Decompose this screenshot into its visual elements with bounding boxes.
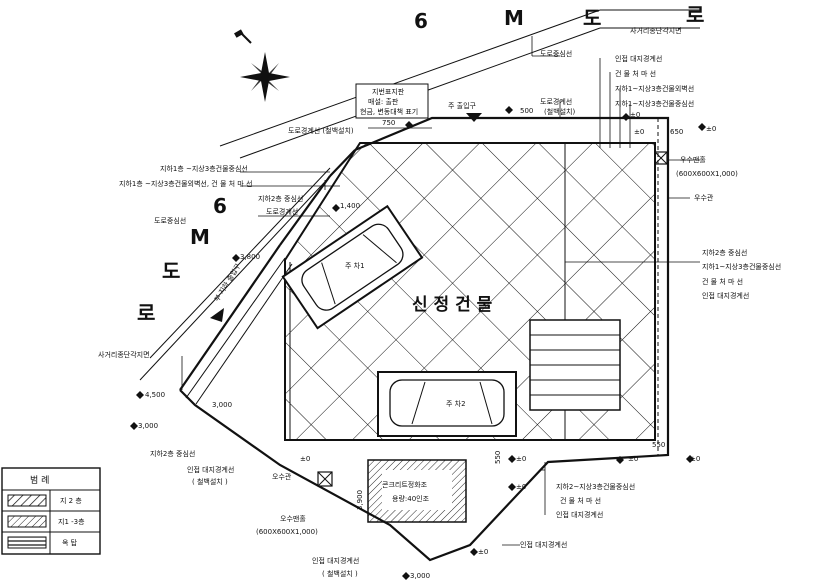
left-dim-3800: 3,800 xyxy=(240,253,260,261)
left-b2-center-label-2: 지하2층 중심선 xyxy=(150,449,195,458)
spot-markers xyxy=(130,106,706,580)
right-bottom-adj-label: 인접 대지경계선 xyxy=(556,510,603,519)
left-road-edge-label: 도로경계선 xyxy=(266,207,298,216)
left-pm0: ±0 xyxy=(300,455,310,463)
septic-tank xyxy=(367,459,467,523)
legend-swatch-b1-3 xyxy=(7,515,47,528)
left-b1b3-wall-label: 지하1층 ~지상3층건물외벽선, 건 물 처 마 선 xyxy=(119,179,252,188)
left-b2-center-label: 지하2층 중심선 xyxy=(258,194,303,203)
main-entrance-label: 주 출입구 xyxy=(448,101,477,110)
right-pm0-c: ±0 xyxy=(634,128,644,136)
left-adj-boundary-label: 인접 대지경계선 xyxy=(187,465,234,474)
left-dim-3000: 3,000 xyxy=(138,422,158,430)
rain-manhole-symbol xyxy=(654,151,668,165)
leader-lines xyxy=(181,36,700,546)
right-dim-650: 650 xyxy=(670,128,683,136)
legend-swatch-b2 xyxy=(7,494,47,507)
right-bottom-eave-label: 건 물 처 마 선 xyxy=(560,496,601,505)
lot-boundary xyxy=(179,116,670,562)
road-top-number: 6 xyxy=(414,9,428,33)
road-top-do: 도 xyxy=(583,6,601,30)
bottom-pm0-c: ±0 xyxy=(478,548,488,556)
side-entrance-label: 부 지하 출입구 xyxy=(212,261,243,303)
road-left-m: M xyxy=(190,225,210,249)
left-dim-1400: 1,400 xyxy=(340,202,360,210)
right-bottom-dim-550: 550 xyxy=(652,441,665,449)
legend: 범 례 지 2 층 지1 -3층 옥 탑 xyxy=(1,467,101,555)
septic-tank-label: 콘크리트정화조 xyxy=(382,480,428,489)
left-dim-3000-b: 3,000 xyxy=(212,401,232,409)
legend-label-b2: 지 2 층 xyxy=(60,496,82,505)
right-b1-center-label: 지하1~지상3층건물중심선 xyxy=(615,99,694,108)
survey-note-box: 지번표지판 매설: 출판 현금, 변동대책 표기 xyxy=(355,83,429,119)
dim-3900: 3,900 xyxy=(356,490,364,510)
legend-swatch-rooftop xyxy=(7,536,47,549)
right-rain-pipe-label: 우수관 xyxy=(694,193,714,202)
right-b1-wall-label: 지하1~지상3층건물외벽선 xyxy=(615,84,694,93)
right-bottom-pm0-b: ±0 xyxy=(690,455,700,463)
road-top-m: M xyxy=(504,6,524,30)
top-right-corner-label: 사거리종단각지면 xyxy=(630,26,682,35)
road-edge-label-left: 도로경계선 (철백설치) xyxy=(288,126,354,135)
sewage-manhole-symbol xyxy=(317,471,333,487)
road-center-label-top: 도로중심선 xyxy=(540,49,572,58)
sewage-manhole-label: 오수맨홀 xyxy=(280,514,306,523)
main-entrance-arrow-icon xyxy=(466,113,482,122)
sewage-manhole-size: (600X600X1,000) xyxy=(256,528,318,536)
building-footprint xyxy=(281,142,656,441)
bottom-pm0-b: ±0 xyxy=(516,483,526,491)
road-left-number: 6 xyxy=(213,194,227,218)
road-edge-label-top-sub: (철백설치) xyxy=(544,107,575,116)
dim-750: 750 xyxy=(382,119,395,127)
bottom-adj-sub: ( 철백설치 ) xyxy=(322,569,358,578)
building-name: 신 정 건 물 xyxy=(412,295,493,315)
right-mid-b2-label: 지하2층 중심선 xyxy=(702,248,747,257)
right-mid-adj-label: 인접 대지경계선 xyxy=(702,291,749,300)
north-compass-icon xyxy=(234,29,290,102)
right-adj-boundary-label: 인접 대지경계선 xyxy=(615,54,662,63)
left-corner-label: 사거리종단각지면 xyxy=(98,350,150,359)
parking-2-label: 주 차2 xyxy=(446,399,466,408)
bottom-pm0-a: ±0 xyxy=(516,455,526,463)
right-pm0-b: ±0 xyxy=(706,125,716,133)
right-bottom-pm0-a: ±0 xyxy=(628,455,638,463)
road-top-ro: 로 xyxy=(686,3,704,27)
bottom-adj-label: 인접 대지경계선 xyxy=(312,556,359,565)
legend-label-rooftop: 옥 탑 xyxy=(62,539,78,547)
legend-title: 범 례 xyxy=(30,475,49,486)
right-bottom-center-label: 지하2~지상3층건물중심선 xyxy=(556,482,635,491)
road-left-ro: 로 xyxy=(137,301,155,325)
road-edge-label-top: 도로경계선 xyxy=(540,97,572,106)
side-entrance-arrow-icon xyxy=(210,308,224,322)
bottom-adj-right-label: 인접 대지경계선 xyxy=(520,540,567,549)
right-mid-center-label: 지하1~지상3층건물중심선 xyxy=(702,262,781,271)
svg-text:매설: 출판: 매설: 출판 xyxy=(368,97,399,106)
svg-text:지번표지판: 지번표지판 xyxy=(372,87,405,96)
left-b1b3-center-label: 지하1층 ~지상3층건물중심선 xyxy=(160,164,248,173)
right-mid-eave-label: 건 물 처 마 선 xyxy=(702,277,743,286)
parking-1-label: 주 차1 xyxy=(345,261,365,270)
right-rain-manhole-size: (600X600X1,000) xyxy=(676,170,738,178)
right-rain-manhole-label: 우수맨홀 xyxy=(680,155,706,164)
right-pm0-a: ±0 xyxy=(630,111,640,119)
septic-tank-capacity: 용량:40인조 xyxy=(392,494,430,503)
left-dim-4500: 4,500 xyxy=(145,391,165,399)
legend-label-b1-3: 지1 -3층 xyxy=(58,517,85,526)
right-eave-label: 건 물 처 마 선 xyxy=(615,69,656,78)
left-adj-boundary-sub: ( 철백설치 ) xyxy=(192,477,228,486)
svg-text:현금, 변동대책 표기: 현금, 변동대책 표기 xyxy=(360,107,418,116)
dim-500: 500 xyxy=(520,107,533,115)
bottom-dim-550: 550 xyxy=(494,451,502,464)
road-left-do: 도 xyxy=(162,259,180,283)
bottom-dim-3000: 3,000 xyxy=(410,572,430,580)
left-road-center-label: 도로중심선 xyxy=(154,216,186,225)
left-rain-pipe-label: 오수관 xyxy=(272,472,292,481)
